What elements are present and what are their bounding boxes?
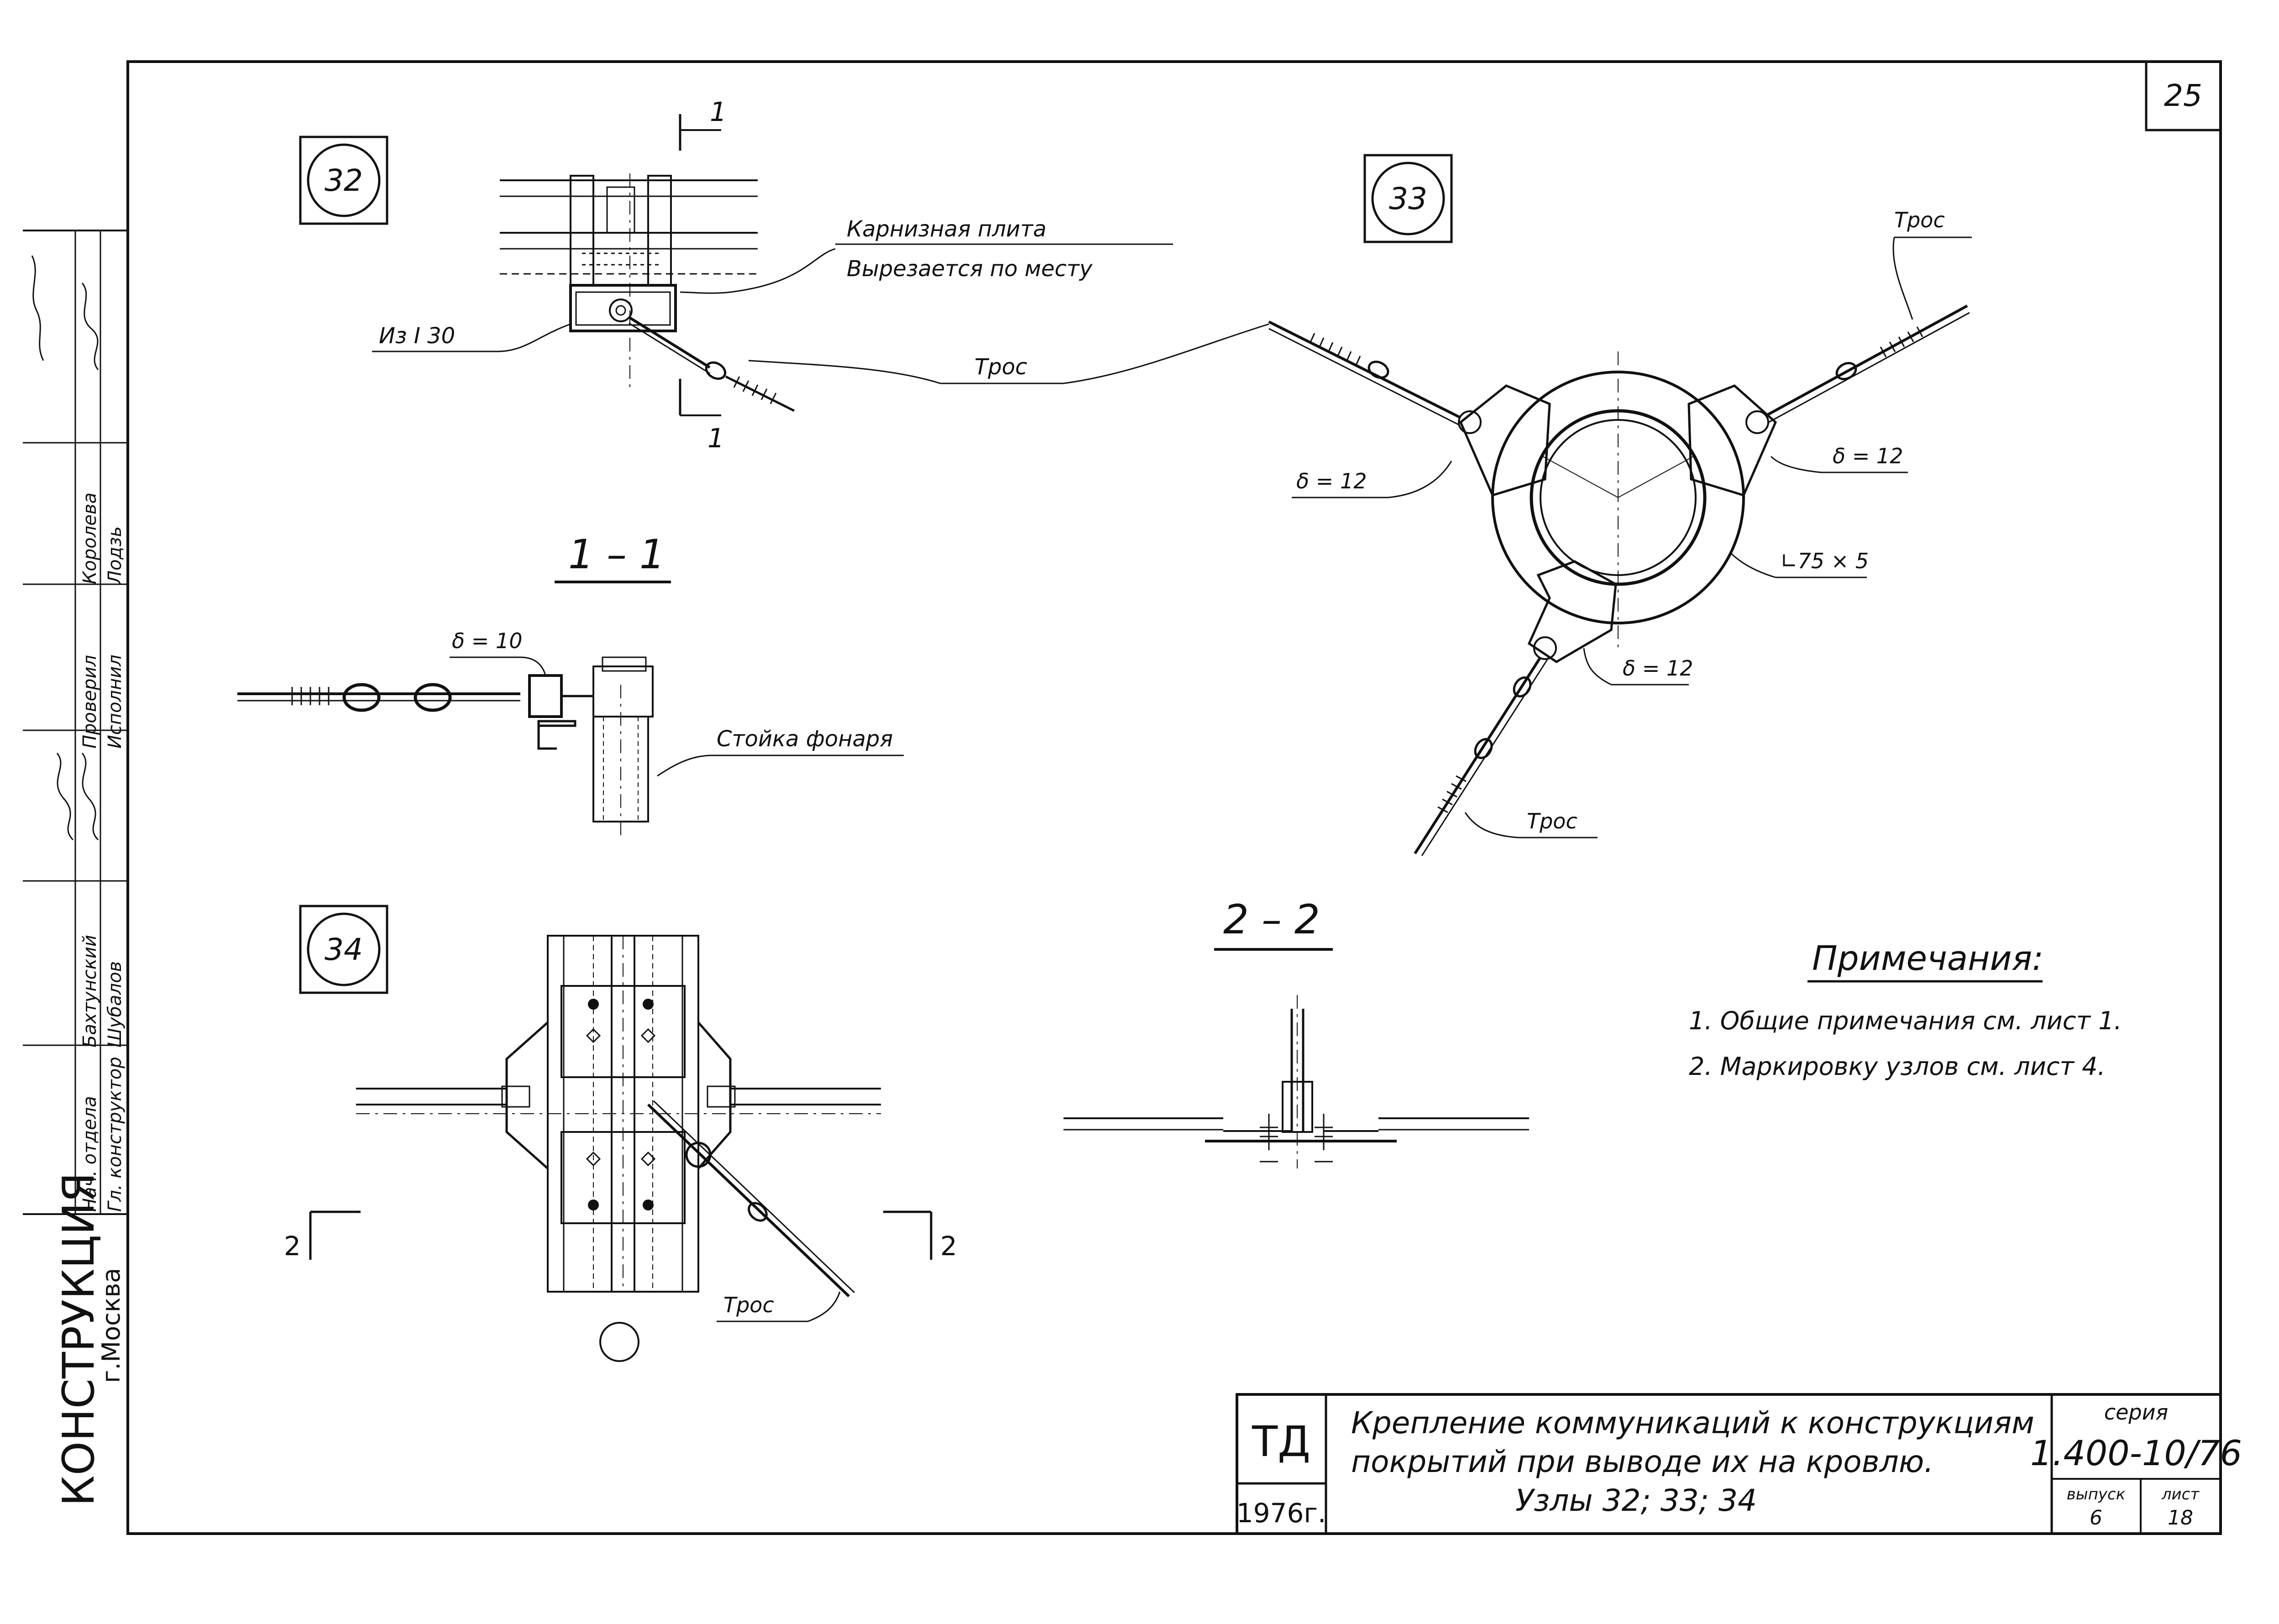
tb-title-line2: покрытий при выводе их на кровлю. — [1351, 1444, 1933, 1479]
node-34-number: 34 — [325, 932, 363, 967]
tb-issue: 6 — [2090, 1506, 2102, 1530]
label-angle: ∟75 × 5 — [1780, 549, 1869, 573]
label-tros-33-bottom: Трос — [1527, 809, 1577, 833]
label-stoyka: Стойка фонаря — [717, 726, 893, 752]
tb-series-label: серия — [2104, 1400, 2168, 1425]
stamp-role-1: Нач. отдела — [79, 1096, 100, 1212]
tb-org: ТД — [1252, 1417, 1310, 1466]
stamp-name-1: Бахтунский — [79, 935, 100, 1048]
stamp-role-4: Исполнил — [105, 655, 126, 749]
tb-title-line1: Крепление коммуникаций к конструкциям — [1351, 1405, 2034, 1441]
tb-sheet: 18 — [2168, 1506, 2193, 1530]
label-delta12-bottom: δ = 12 — [1623, 656, 1693, 681]
label-tros-32: Трос — [974, 354, 1027, 380]
stamp-role-3: Проверил — [79, 655, 100, 749]
drawing-frame — [126, 60, 2222, 1535]
label-tros-33-top: Трос — [1894, 208, 1945, 232]
notes-title: Примечания: — [1812, 939, 2043, 978]
cut-2-right: 2 — [940, 1231, 957, 1262]
tb-year: 1976г. — [1236, 1498, 1326, 1529]
section-2-2-title: 2 – 2 — [1223, 896, 1320, 943]
title-block: ТД 1976г. Крепление коммуникаций к конст… — [1236, 1393, 2242, 1535]
stamp-name-3: Королева — [79, 492, 100, 584]
cut-1-bottom: 1 — [707, 423, 724, 454]
stamp-role-2: Гл. конструктор — [105, 1057, 126, 1212]
sheet-number: 25 — [2164, 78, 2202, 113]
label-tros-34: Трос — [723, 1293, 774, 1317]
tb-series: 1.400-10/76 — [2030, 1433, 2242, 1473]
node-32-number: 32 — [325, 163, 363, 198]
node-32: 32 1 1 Карнизная плита Выр — [299, 96, 1269, 454]
label-delta10: δ = 10 — [452, 629, 522, 653]
side-stamp: Нач. отдела Бахтунский Проверил Королева… — [23, 230, 128, 1506]
stamp-org: КОНСТРУКЦИЯ — [54, 1173, 104, 1506]
section-1-1-title: 1 – 1 — [568, 531, 665, 578]
stamp-name-2: Шубалов — [105, 961, 126, 1048]
node-33: 33 Трос δ = 12 δ — [1268, 154, 1972, 856]
label-vyrezaetsya: Вырезается по месту — [847, 256, 1093, 282]
stamp-city: г.Москва — [97, 1268, 126, 1383]
node-34: 34 2 2 — [284, 905, 957, 1362]
section-1-1: 1 – 1 δ = 10 Стойка фонаря — [237, 531, 904, 840]
label-karniznaya: Карнизная плита — [847, 216, 1047, 242]
node-33-number: 33 — [1389, 181, 1427, 216]
label-delta12-left: δ = 12 — [1296, 469, 1367, 493]
tb-issue-label: выпуск — [2067, 1485, 2126, 1504]
cut-2-left: 2 — [284, 1231, 301, 1262]
stamp-name-4: Лодзь — [105, 526, 126, 585]
note-1: 1. Общие примечания см. лист 1. — [1689, 1006, 2122, 1035]
tb-title-line3: Узлы 32; 33; 34 — [1515, 1483, 1757, 1518]
label-iz-i30: Из I 30 — [379, 323, 455, 349]
label-delta12-right: δ = 12 — [1833, 444, 1903, 468]
note-2: 2. Маркировку узлов см. лист 4. — [1689, 1052, 2106, 1081]
section-2-2: 2 – 2 — [1064, 896, 1529, 1168]
sheet-number-box — [2145, 60, 2222, 131]
tb-sheet-label: лист — [2161, 1485, 2200, 1504]
notes: Примечания: 1. Общие примечания см. лист… — [1689, 939, 2122, 1081]
cut-1-top: 1 — [710, 96, 727, 127]
